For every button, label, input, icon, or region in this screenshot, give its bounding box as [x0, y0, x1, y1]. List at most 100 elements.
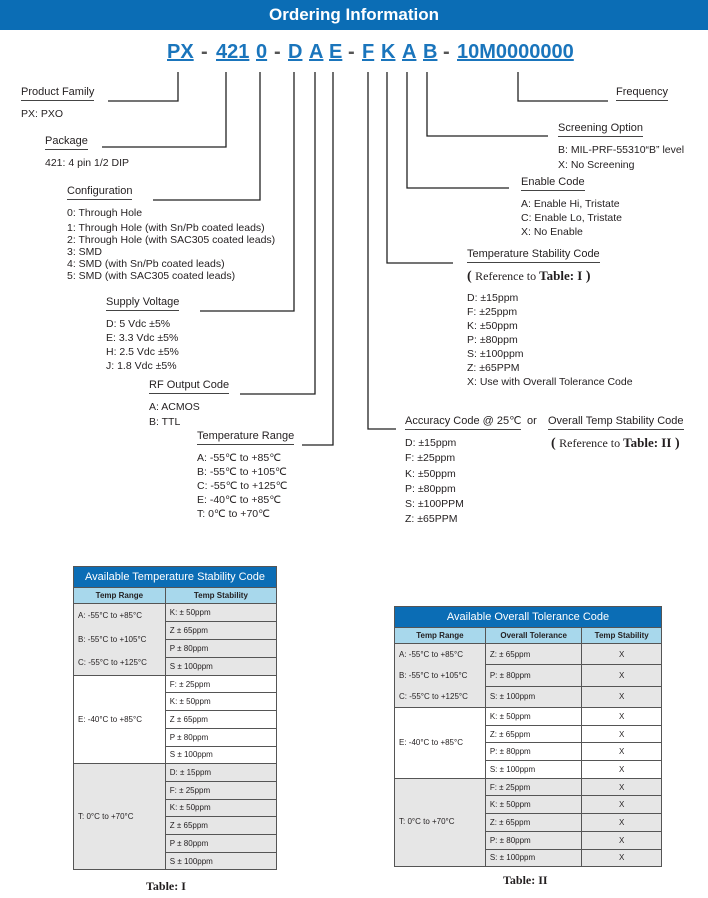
enable-block: Enable Code A: Enable Hi, Tristate C: En…: [521, 177, 622, 239]
field-option: 421: 4 pin 1/2 DIP: [45, 157, 130, 169]
value-cell: S ± 100ppm: [164, 656, 278, 676]
pn-rf-output: A: [309, 41, 324, 63]
field-label: Enable Code: [521, 177, 585, 191]
mark-cell: X: [581, 707, 662, 726]
mark-cell: X: [581, 664, 662, 687]
package-block: Package 421: 4 pin 1/2 DIP: [45, 136, 129, 170]
mark-cell: X: [581, 795, 662, 815]
value-cell: S ± 100ppm: [164, 851, 278, 871]
field-option: A: -55℃ to +85℃: [197, 452, 281, 464]
field-option: C: Enable Lo, Tristate: [521, 212, 622, 224]
table-row: P ± 80ppm: [74, 638, 278, 658]
accuracy-block: Accuracy Code @ 25℃ D: ±15ppm F: ±25ppm …: [405, 416, 522, 528]
overall-tolerance-table: Available Overall Tolerance Code Temp Ra…: [394, 606, 662, 868]
value-cell: K: ± 50ppm: [484, 795, 583, 815]
pn-separator: -: [348, 41, 355, 63]
column-header: Overall Tolerance: [484, 627, 583, 644]
field-label: Overall Temp Stability Code: [548, 416, 684, 430]
value-cell: Z ± 65ppm: [164, 620, 278, 640]
field-option: K: ±50ppm: [467, 320, 518, 332]
value-cell: P: ± 80ppm: [484, 664, 583, 687]
field-option: B: TTL: [149, 416, 181, 428]
mark-cell: X: [581, 848, 662, 868]
value-cell: P ± 80ppm: [164, 727, 278, 747]
table-row: S ± 100ppm: [74, 656, 278, 676]
field-option: P: ±80ppm: [467, 334, 518, 346]
pn-product-family: PX: [167, 41, 194, 63]
field-option: S: ±100ppm: [467, 348, 524, 360]
field-option: B: -55℃ to +105℃: [197, 466, 287, 478]
field-option: T: 0℃ to +70℃: [197, 508, 270, 520]
field-option: E: -40℃ to +85℃: [197, 494, 281, 506]
column-header: Temp Range: [73, 587, 166, 604]
or-text: or: [527, 415, 537, 427]
field-option: S: ±100PPM: [405, 498, 464, 511]
field-label: Product Family: [21, 87, 95, 101]
value-cell: Z: ± 65ppm: [484, 813, 583, 832]
temp-range-label: C: -55°C to +125°C: [399, 692, 468, 701]
field-option: D: ±15ppm: [405, 437, 457, 449]
value-cell: P: ± 80ppm: [484, 742, 583, 762]
pn-separator: -: [201, 41, 208, 63]
field-option: X: Use with Overall Tolerance Code: [467, 376, 633, 388]
field-label: Supply Voltage: [106, 297, 180, 311]
table-row: Z ± 65ppm: [74, 816, 278, 835]
temp-range-label: E: -40°C to +85°C: [78, 714, 142, 724]
pn-package: 421: [216, 41, 250, 63]
field-label: RF Output Code: [149, 380, 230, 394]
overall-stability-block: Overall Temp Stability Code ( Reference …: [548, 416, 684, 451]
pn-supply-voltage: D: [288, 41, 303, 63]
value-cell: P ± 80ppm: [164, 833, 278, 853]
mark-cell: X: [581, 813, 662, 832]
value-cell: Z ± 65ppm: [164, 816, 278, 835]
temp-range-label: B: -55°C to +105°C: [399, 671, 468, 680]
temp-range-label: A: -55°C to +85°C: [78, 611, 142, 620]
field-option: B: MIL-PRF-55310“B” level: [558, 144, 685, 156]
field-option: X: No Screening: [558, 159, 635, 171]
field-option: 5: SMD (with SAC305 coated leads): [67, 270, 236, 282]
table-row: S ± 100ppm: [74, 851, 278, 871]
value-cell: S ± 100ppm: [164, 745, 278, 765]
value-cell: F: ± 25ppm: [164, 674, 278, 694]
table-reference: ( Reference to Table: I ): [467, 268, 591, 284]
pn-temperature-range: E: [329, 41, 343, 63]
pn-enable: A: [402, 41, 417, 63]
temp-range-label: T: 0°C to +70°C: [399, 817, 455, 827]
field-label: Screening Option: [558, 123, 643, 137]
field-option: Z: ±65PPM: [467, 362, 520, 374]
field-option: C: -55℃ to +125℃: [197, 480, 288, 492]
product-family-block: Product Family PX: PXO: [21, 87, 95, 121]
field-label: Temperature Stability Code: [467, 249, 600, 263]
field-label: Configuration: [67, 186, 133, 200]
field-option: A: Enable Hi, Tristate: [521, 198, 620, 210]
configuration-block: Configuration 0: Through Hole 1: Through…: [67, 186, 275, 282]
temp-range-label: C: -55°C to +125°C: [78, 658, 147, 668]
frequency-block: Frequency: [616, 87, 668, 107]
field-label: Package: [45, 136, 88, 150]
table-caption: Table: I: [146, 879, 186, 893]
temp-range-cell: T: 0°C to +70°C: [73, 763, 166, 871]
temperature-stability-table: Available Temperature Stability Code Tem…: [73, 566, 278, 871]
value-cell: S: ± 100ppm: [484, 848, 583, 868]
pn-separator: -: [274, 41, 281, 63]
value-cell: F: ± 25ppm: [484, 777, 583, 797]
table-caption: Table: II: [503, 873, 548, 887]
value-cell: S: ± 100ppm: [484, 760, 583, 779]
pn-separator: -: [443, 41, 450, 63]
field-option: D: 5 Vdc ±5%: [106, 318, 171, 330]
temp-range-label: E: -40°C to +85°C: [399, 737, 463, 747]
field-label: Accuracy Code @ 25℃: [405, 416, 522, 430]
table-title: Available Overall Tolerance Code: [394, 606, 662, 627]
temperature-range-block: Temperature Range A: -55℃ to +85℃ B: -55…: [197, 431, 295, 521]
value-cell: P ± 80ppm: [164, 638, 278, 658]
field-option: J: 1.8 Vdc ±5%: [106, 360, 177, 372]
field-option: 1: Through Hole (with Sn/Pb coated leads…: [67, 222, 265, 234]
mark-cell: X: [581, 830, 662, 850]
